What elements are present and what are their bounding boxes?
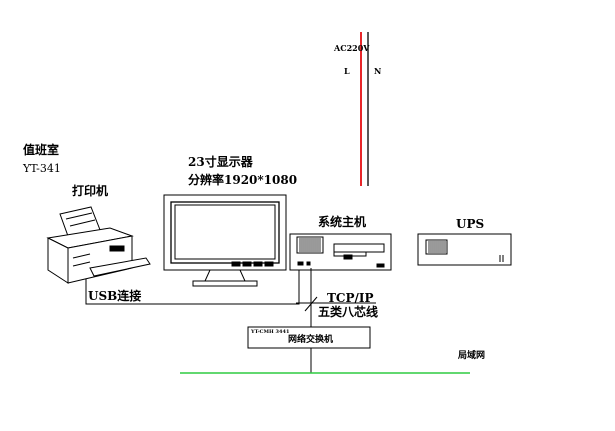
power-rating-label: AC220V — [334, 43, 370, 53]
connections — [85, 268, 376, 373]
switch-tag: YT-CMH 3441 — [251, 329, 290, 335]
tcp-ip-label: TCP/IP — [327, 291, 374, 305]
cable-label: 五类八芯线 — [318, 305, 379, 319]
neutral-label: N — [374, 66, 382, 76]
switch-box — [247, 326, 371, 349]
printer-icon — [46, 206, 151, 284]
room-model: YT-341 — [23, 162, 61, 175]
live-label: L — [344, 66, 350, 76]
monitor-resolution-label: 分辨率1920*1080 — [188, 173, 298, 187]
printer-label: 打印机 — [72, 184, 109, 198]
lan-label: 局域网 — [458, 351, 486, 361]
switch-label: 网络交换机 — [288, 335, 334, 345]
usb-label: USB连接 — [88, 289, 142, 303]
monitor-size-label: 23寸显示器 — [188, 155, 253, 169]
monitor-icon — [163, 194, 287, 287]
ups-icon — [417, 233, 512, 266]
host-icon — [289, 233, 392, 271]
ups-label: UPS — [456, 217, 485, 231]
host-label: 系统主机 — [318, 215, 367, 229]
room-title: 值班室 — [23, 143, 60, 157]
